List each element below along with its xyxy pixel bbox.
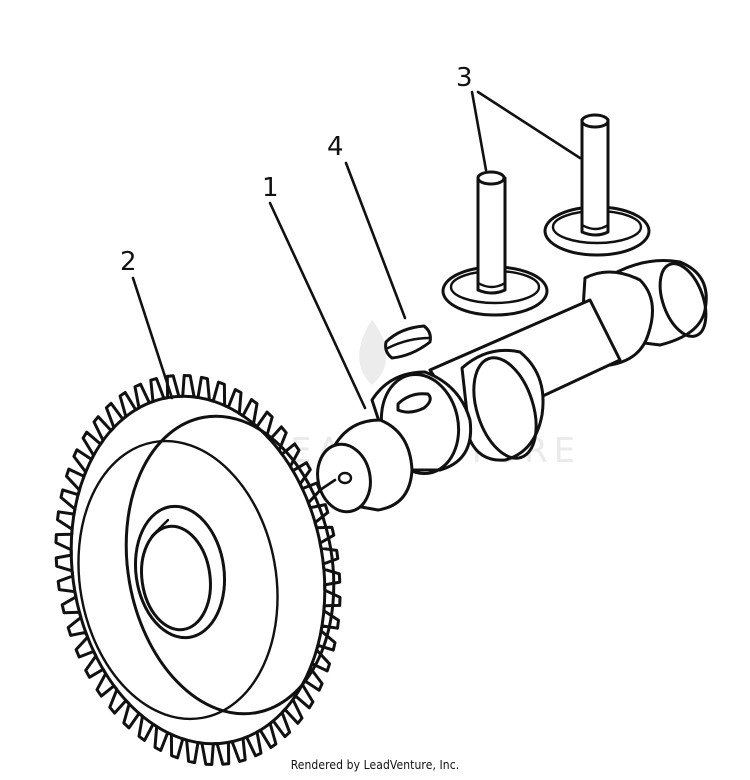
footer-credit: Rendered by LeadVenture, Inc. — [290, 758, 460, 772]
part-valve-tappet-right[interactable] — [543, 113, 651, 257]
part-camshaft[interactable] — [311, 257, 714, 516]
part-key[interactable] — [384, 324, 432, 360]
callout-camshaft: 1 — [262, 173, 279, 203]
part-valve-tappet-left[interactable] — [441, 170, 549, 317]
callout-valve-tappets: 3 — [456, 63, 473, 93]
part-cam-gear[interactable] — [45, 374, 357, 766]
callout-key: 4 — [327, 132, 344, 162]
leader-lines — [131, 90, 582, 492]
callout-cam-gear: 2 — [120, 247, 137, 277]
